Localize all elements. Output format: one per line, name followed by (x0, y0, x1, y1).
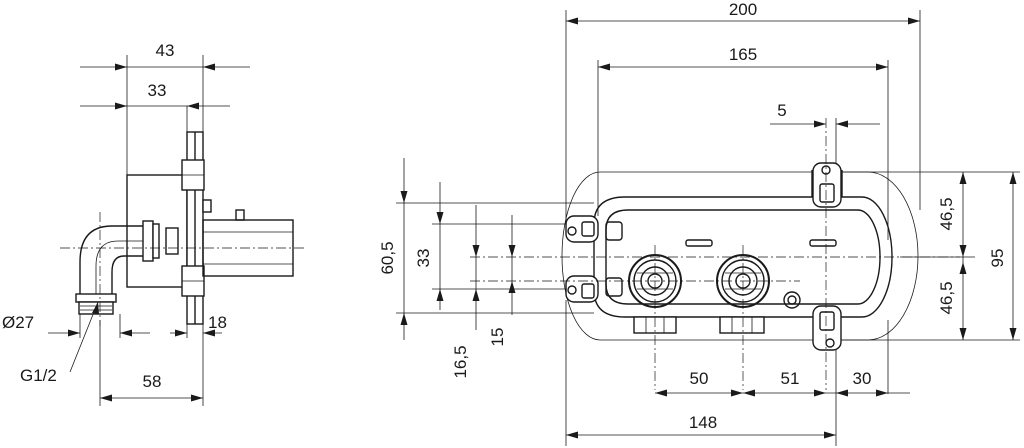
leader-line (69, 301, 99, 373)
side-elbow-inner (111, 255, 152, 296)
arrow (1009, 328, 1017, 340)
arrow (824, 431, 836, 439)
dim-label-18: 18 (208, 313, 227, 332)
side-elbow-outer (79, 225, 152, 296)
dim-label-95: 95 (988, 249, 1007, 268)
dim-label-diameter-27: Ø27 (2, 313, 34, 332)
arrow (655, 389, 667, 397)
front-view (470, 118, 960, 390)
dim-label-51: 51 (781, 369, 800, 388)
dim-label-50: 50 (690, 369, 709, 388)
dim-label-200: 200 (729, 0, 757, 19)
arrow (472, 289, 480, 301)
arrow (566, 17, 578, 25)
arrow (731, 389, 743, 397)
dim-label-33-side: 33 (148, 81, 167, 100)
side-view-dimensions: 43 33 Ø27 18 G1/2 58 (2, 41, 250, 406)
arrow (100, 394, 112, 402)
arrow (814, 389, 826, 397)
dim-label-43: 43 (156, 41, 175, 60)
slot-left (685, 239, 713, 247)
arrow (959, 172, 967, 184)
arrow (959, 245, 967, 257)
arrow (598, 63, 610, 71)
arrow (836, 389, 848, 397)
arrow (908, 17, 920, 25)
side-outlet-sleeve (202, 219, 294, 277)
arrow (508, 281, 516, 293)
arrow (203, 63, 215, 71)
top-mounting-lug (812, 162, 842, 208)
arrow (836, 120, 848, 128)
arrow (472, 245, 480, 257)
slot-right (809, 239, 837, 247)
dim-label-16-5: 16,5 (451, 345, 470, 378)
arrow (191, 394, 203, 402)
arrow (400, 191, 408, 203)
dim-label-58: 58 (143, 372, 162, 391)
arrow (876, 389, 888, 397)
dim-label-30: 30 (853, 369, 872, 388)
screw (783, 291, 801, 309)
arrow (92, 302, 99, 314)
dim-label-15: 15 (488, 328, 507, 347)
side-view (60, 131, 305, 326)
arrow (115, 63, 127, 71)
front-view-dimensions: 200 165 5 60,5 33 16,5 1 (378, 0, 1020, 446)
arrow (814, 120, 826, 128)
arrow (566, 431, 578, 439)
dim-label-60-5: 60,5 (378, 241, 397, 274)
arrow (959, 328, 967, 340)
arrow (959, 262, 967, 274)
arrow (743, 389, 755, 397)
outlet-stub-right (719, 316, 765, 334)
dim-label-46-5-top: 46,5 (937, 197, 956, 230)
arrow (508, 245, 516, 257)
arrow (187, 102, 199, 110)
dim-label-46-5-bottom: 46,5 (937, 281, 956, 314)
dim-label-5: 5 (777, 101, 786, 120)
arrow (115, 102, 127, 110)
thread-label-g12: G1/2 (20, 366, 57, 385)
dim-label-33-front: 33 (414, 249, 433, 268)
dim-label-165: 165 (729, 45, 757, 64)
arrow (400, 313, 408, 325)
dim-label-148: 148 (689, 413, 717, 432)
arrow (175, 329, 187, 337)
arrow (436, 212, 444, 224)
arrow (436, 289, 444, 301)
arrow (876, 63, 888, 71)
arrow (68, 329, 80, 337)
arrow (1009, 172, 1017, 184)
